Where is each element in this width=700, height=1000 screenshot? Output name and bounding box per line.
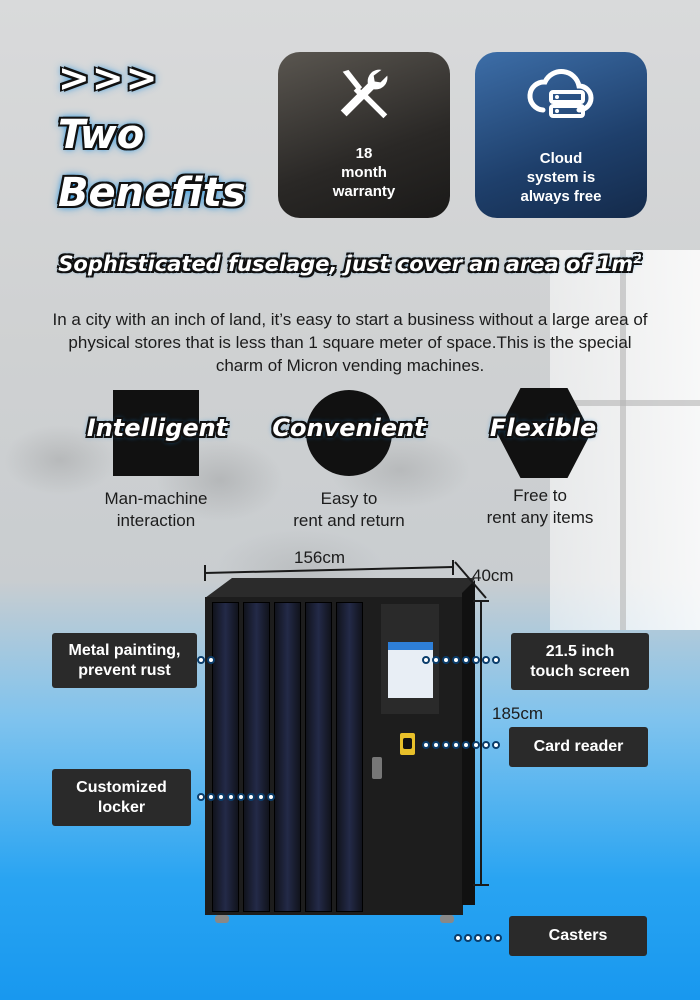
dots-metal — [197, 656, 215, 666]
caster-wheel — [440, 915, 454, 923]
dots-card — [422, 741, 500, 751]
callout-casters: Casters — [509, 916, 647, 956]
dots-locker — [197, 793, 275, 803]
cloud-text-2: system is — [526, 169, 596, 186]
heading-arrows: >>> — [58, 56, 160, 100]
locker-door — [274, 602, 301, 912]
feature-desc-line: Man-machine — [104, 489, 208, 508]
dimension-width: 156cm — [294, 548, 346, 567]
tools-icon — [333, 64, 395, 131]
feature-desc-line: Free to — [513, 486, 567, 505]
locker-door — [336, 602, 363, 912]
caster-wheel — [215, 915, 229, 923]
locker-door — [212, 602, 239, 912]
callout-customized-locker: Customized locker — [52, 769, 191, 826]
feature-label-flexible: Flexible — [489, 414, 597, 442]
feature-desc-flexible: Free to rent any items — [455, 485, 625, 529]
feature-desc-intelligent: Man-machine interaction — [71, 488, 241, 532]
callout-card-reader: Card reader — [509, 727, 648, 767]
warranty-card: 18 month warranty — [278, 52, 450, 218]
cloud-text-3: always free — [520, 188, 602, 205]
feature-desc-line: rent and return — [293, 511, 405, 530]
tagline: Sophisticated fuselage, just cover an ar… — [0, 252, 700, 276]
feature-label-convenient: Convenient — [272, 414, 426, 442]
callout-line: Customized — [76, 778, 167, 796]
cloud-text-1: Cloud — [539, 150, 583, 167]
feature-label-intelligent: Intelligent — [86, 414, 228, 442]
callout-touch-screen: 21.5 inch touch screen — [511, 633, 649, 690]
circle-shape — [306, 390, 392, 476]
heading-two: Two — [58, 112, 145, 158]
locker-door — [305, 602, 332, 912]
tagline-superscript: 2 — [633, 252, 642, 266]
intro-paragraph: In a city with an inch of land, it’s eas… — [52, 310, 648, 375]
heading-benefits: Benefits — [58, 170, 246, 216]
cloud-server-icon — [525, 64, 597, 131]
square-shape — [113, 390, 199, 476]
callout-line: locker — [97, 798, 146, 816]
warranty-text-2: month — [341, 164, 387, 181]
feature-desc-line: Easy to — [320, 489, 378, 508]
dots-casters — [454, 934, 502, 944]
machine-top — [205, 578, 475, 598]
dimension-height: 185cm — [492, 704, 544, 723]
locker-door — [243, 602, 270, 912]
dots-touch — [422, 656, 500, 666]
callout-metal-painting: Metal painting, prevent rust — [52, 633, 197, 688]
feature-desc-line: rent any items — [486, 508, 594, 527]
tagline-text: Sophisticated fuselage, just cover an ar… — [58, 252, 634, 276]
warranty-text-3: warranty — [332, 183, 396, 200]
card-reader-device — [400, 733, 415, 755]
height-cap-bottom — [473, 884, 489, 886]
hexagon-shape — [497, 388, 591, 478]
touch-screen — [388, 642, 433, 698]
cloud-card: Cloud system is always free — [475, 52, 647, 218]
dimension-depth: 40cm — [472, 566, 514, 585]
door-lock — [372, 757, 382, 779]
callout-line: prevent rust — [78, 661, 171, 679]
feature-desc-line: interaction — [116, 511, 196, 530]
callout-line: 21.5 inch — [545, 642, 615, 660]
callout-line: touch screen — [530, 662, 630, 680]
feature-desc-convenient: Easy to rent and return — [264, 488, 434, 532]
callout-line: Metal painting, — [68, 641, 181, 659]
warranty-text-1: 18 — [355, 145, 373, 162]
height-cap-top — [473, 600, 489, 602]
height-line — [480, 600, 482, 885]
